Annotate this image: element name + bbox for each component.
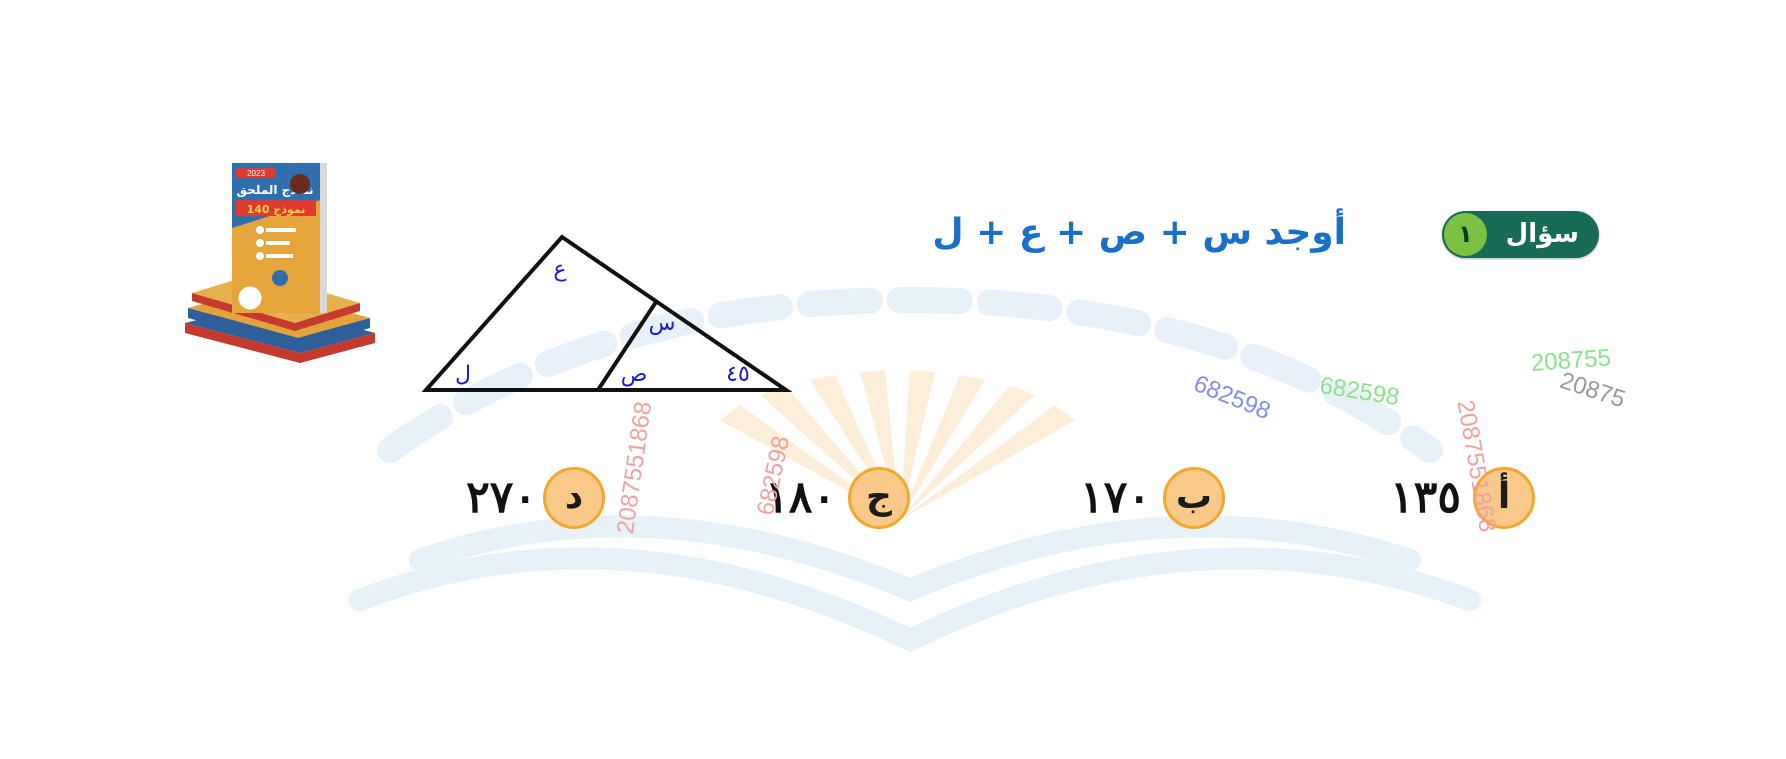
book-count: 140 نموذج [247,203,306,217]
choice-a-letter: أ [1473,467,1535,529]
book-cover-image: 2023 نماذج الملحق 140 نموذج [185,163,375,363]
book-year: 2023 [247,169,265,178]
angle-label-bottom-left: ل [455,362,471,387]
choice-d-letter: د [543,467,605,529]
angle-label-bottom-middle: ص [621,362,648,387]
arc-lettering [377,286,1443,463]
question-badge-label: سؤال [1505,219,1579,249]
outer-triangle [421,234,793,392]
question-badge: سؤال ١ [1442,211,1599,258]
front-book: 2023 نماذج الملحق 140 نموذج [232,163,327,313]
choice-a[interactable]: ١٣٥ أ [1375,467,1535,529]
question-number: ١ [1444,213,1487,256]
choice-c-letter: ج [848,467,910,529]
choice-d-value: ٢٧٠ [466,472,537,523]
choice-a-value: ١٣٥ [1390,472,1461,523]
choice-b[interactable]: ١٧٠ ب [1065,467,1225,529]
angle-label-inner-right: س [649,311,676,336]
choice-b-letter: ب [1163,467,1225,529]
choice-d[interactable]: ٢٧٠ د [455,467,605,529]
choice-c-value: ١٨٠ [765,472,836,523]
inner-segment [596,300,658,392]
angle-label-top: ع [553,257,566,282]
choice-b-value: ١٧٠ [1080,472,1151,523]
angle-label-bottom-right: ٤٥ [726,362,750,387]
question-text: أوجد س + ص + ع + ل [932,212,1346,253]
choice-c[interactable]: ١٨٠ ج [750,467,910,529]
